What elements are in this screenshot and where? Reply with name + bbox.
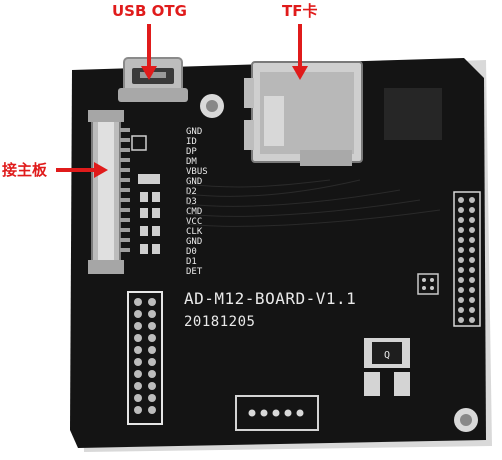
pin-label: D0 xyxy=(186,247,197,257)
pin-label: VBUS xyxy=(186,167,208,177)
pcb-traces xyxy=(185,179,441,227)
pin-label: CLK xyxy=(186,227,203,237)
transistor-package xyxy=(364,338,410,396)
bottom-connector xyxy=(235,395,319,431)
pin-label: CMD xyxy=(186,207,202,217)
callout-arrows xyxy=(56,24,308,178)
callout-tf-card: TF卡 xyxy=(282,2,318,20)
pin-label: D2 xyxy=(186,187,197,197)
arrow-tf-icon xyxy=(292,24,308,80)
pin-label: D3 xyxy=(186,197,197,207)
callout-usb-otg: USB OTG xyxy=(112,2,187,20)
pin-label: VCC xyxy=(186,217,202,227)
fpc-connector xyxy=(88,110,130,274)
tf-card-slot xyxy=(244,61,363,166)
arrow-usb-icon xyxy=(141,24,157,80)
mounting-hole-bottom xyxy=(454,408,478,432)
pin-label: D1 xyxy=(186,257,197,267)
usb-connector xyxy=(118,57,188,102)
pin-label: GND xyxy=(186,237,202,247)
callout-main-board: 接主板 xyxy=(2,161,48,179)
small-pad-array xyxy=(417,273,439,295)
pin-header-right xyxy=(453,191,481,327)
copper-pad xyxy=(384,88,442,140)
mounting-hole-top xyxy=(200,94,224,118)
pin-label: ID xyxy=(186,137,197,147)
smd-components xyxy=(131,135,160,254)
arrow-main-icon xyxy=(56,162,108,178)
pin-label: DP xyxy=(186,147,197,157)
board-name: AD-M12-BOARD-V1.1 xyxy=(184,289,356,308)
component-marking: Q xyxy=(384,350,390,361)
pin-label: GND xyxy=(186,177,202,187)
pin-header-left xyxy=(127,291,163,425)
pin-label: DET xyxy=(186,267,203,277)
board-date: 20181205 xyxy=(184,314,255,330)
pin-label-column: GND ID DP DM VBUS GND D2 D3 CMD VCC CLK … xyxy=(186,127,208,277)
pin-label: DM xyxy=(186,157,197,167)
pin-label: GND xyxy=(186,127,202,137)
